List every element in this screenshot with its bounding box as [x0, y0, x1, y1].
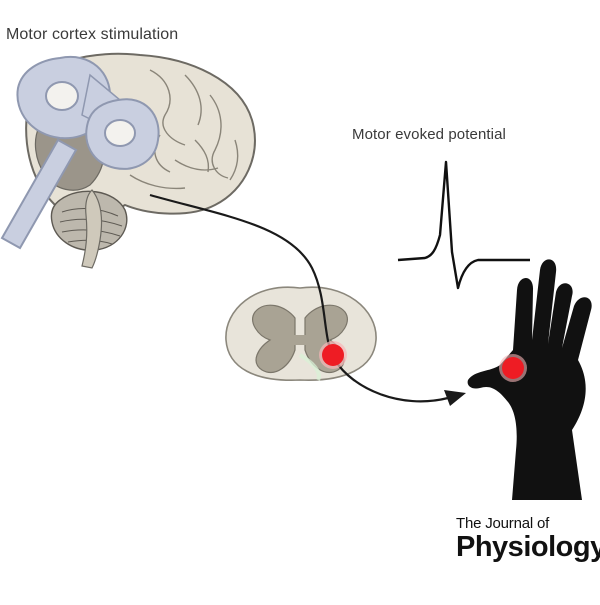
spinal-cord-cross-section — [225, 286, 377, 381]
journal-logo-line1: The Journal of — [456, 515, 550, 532]
coil-handle — [0, 138, 78, 250]
figure-eight-tms-coil — [0, 55, 160, 250]
pathway-arrowhead — [444, 390, 466, 406]
corticospinal-pathway — [149, 193, 449, 403]
spinal-stimulus-marker — [319, 341, 347, 369]
motor-evoked-potential-trace — [397, 160, 530, 290]
brainstem — [81, 189, 103, 269]
mep-label: Motor evoked potential — [352, 126, 506, 143]
brain-gyri — [129, 69, 239, 190]
coil-left-hole — [45, 81, 79, 111]
journal-logo-line2: Physiology — [456, 531, 600, 563]
spinal-cord-white-matter — [225, 286, 377, 381]
raised-hand-silhouette — [467, 259, 592, 500]
hand-stimulus-marker — [499, 354, 527, 382]
spinal-cord-tract-highlight — [298, 353, 321, 381]
stimulation-label: Motor cortex stimulation — [6, 26, 179, 43]
spinal-cord-commissure — [292, 335, 308, 345]
spinal-cord-grey-matter-left — [252, 304, 296, 373]
hand-palm-and-fingers — [467, 259, 592, 500]
journal-logo: The Journal of Physiology — [456, 516, 600, 562]
coil-right-hole — [104, 119, 136, 147]
